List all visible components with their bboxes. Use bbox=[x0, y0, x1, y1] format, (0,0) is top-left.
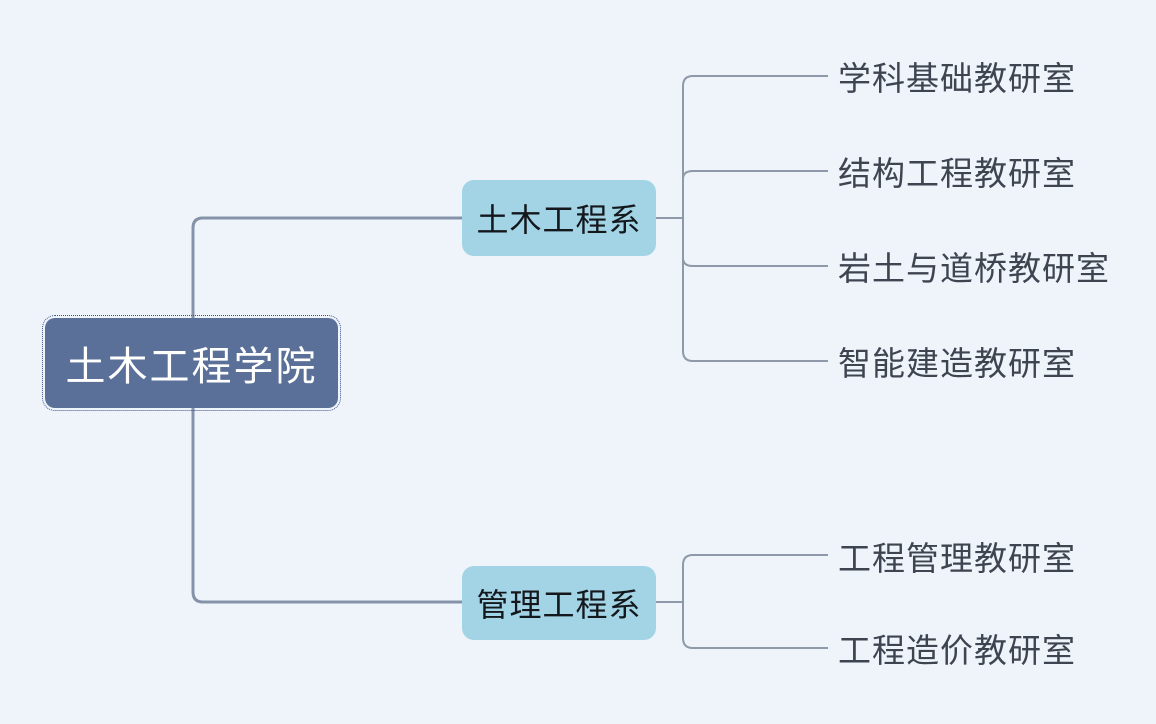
node-management-engineering-dept[interactable]: 管理工程系 bbox=[462, 566, 656, 640]
node-discipline-foundation-office[interactable]: 学科基础教研室 bbox=[838, 60, 1076, 97]
node-root-college[interactable]: 土木工程学院 bbox=[42, 315, 341, 411]
node-structural-engineering-office[interactable]: 结构工程教研室 bbox=[838, 155, 1076, 192]
root-connectors bbox=[191, 216, 462, 604]
node-civil-engineering-dept[interactable]: 土木工程系 bbox=[462, 180, 656, 256]
node-intelligent-construction-office[interactable]: 智能建造教研室 bbox=[838, 345, 1076, 382]
branch-connectors bbox=[655, 75, 828, 649]
node-geotech-road-bridge-office[interactable]: 岩土与道桥教研室 bbox=[838, 250, 1110, 287]
node-engineering-cost-office[interactable]: 工程造价教研室 bbox=[838, 632, 1076, 669]
node-engineering-management-office[interactable]: 工程管理教研室 bbox=[838, 540, 1076, 577]
